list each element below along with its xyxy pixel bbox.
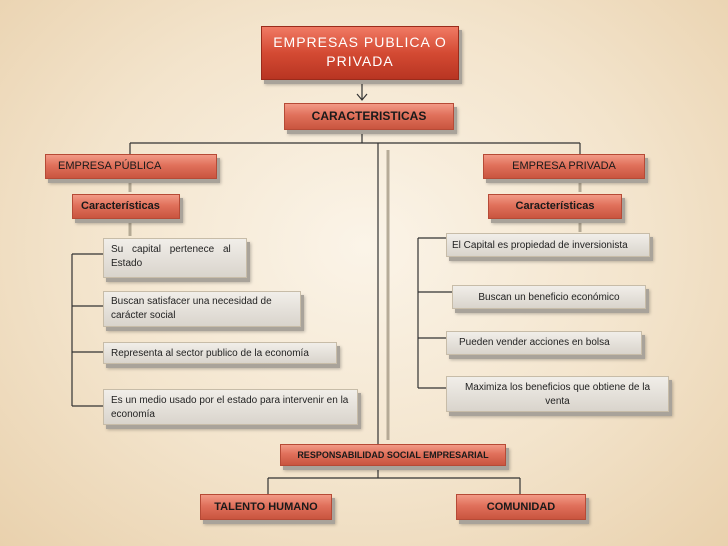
title-text: EMPRESAS PUBLICA O PRIVADA [273,34,447,69]
privada-item-text: El Capital es propiedad de inversionista [452,240,628,251]
publica-item: Su capital pertenece al Estado [103,238,247,278]
publica-item-text: Representa al sector publico de la econo… [111,348,309,359]
comunidad-label: COMUNIDAD [486,501,556,513]
privada-caracteristicas-box: Características [488,194,622,219]
publica-item-text: Buscan satisfacer una necesidad de carác… [111,296,272,321]
talento-humano-label: TALENTO HUMANO [214,501,318,513]
publica-item: Es un medio usado por el estado para int… [103,389,358,425]
empresa-privada-label: EMPRESA PRIVADA [512,160,616,172]
rse-label: RESPONSABILIDAD SOCIAL EMPRESARIAL [297,450,489,460]
publica-item-text: Su capital pertenece al Estado [111,244,231,269]
privada-item-text: Maximiza los beneficios que obtiene de l… [464,382,651,407]
title-box: EMPRESAS PUBLICA O PRIVADA [261,26,459,80]
empresa-privada-box: EMPRESA PRIVADA [483,154,645,179]
empresa-publica-label: EMPRESA PÚBLICA [58,160,162,172]
caracteristicas-label: CARACTERISTICAS [311,109,427,123]
empresa-publica-box: EMPRESA PÚBLICA [45,154,217,179]
publica-caracteristicas-box: Características [72,194,180,219]
privada-item: Pueden vender acciones en bolsa [446,331,642,355]
privada-item-text: Buscan un beneficio económico [478,292,620,303]
caracteristicas-box: CARACTERISTICAS [284,103,454,130]
publica-caracteristicas-label: Características [81,200,160,212]
publica-item: Buscan satisfacer una necesidad de carác… [103,291,301,327]
publica-item-text: Es un medio usado por el estado para int… [111,395,349,420]
privada-item-text: Pueden vender acciones en bolsa [459,337,610,348]
publica-item: Representa al sector publico de la econo… [103,342,337,364]
privada-item: Maximiza los beneficios que obtiene de l… [446,376,669,412]
privada-caracteristicas-label: Características [515,200,595,212]
rse-box: RESPONSABILIDAD SOCIAL EMPRESARIAL [280,444,506,466]
privada-item: Buscan un beneficio económico [452,285,646,309]
comunidad-box: COMUNIDAD [456,494,586,520]
privada-item: El Capital es propiedad de inversionista [446,233,650,257]
talento-humano-box: TALENTO HUMANO [200,494,332,520]
